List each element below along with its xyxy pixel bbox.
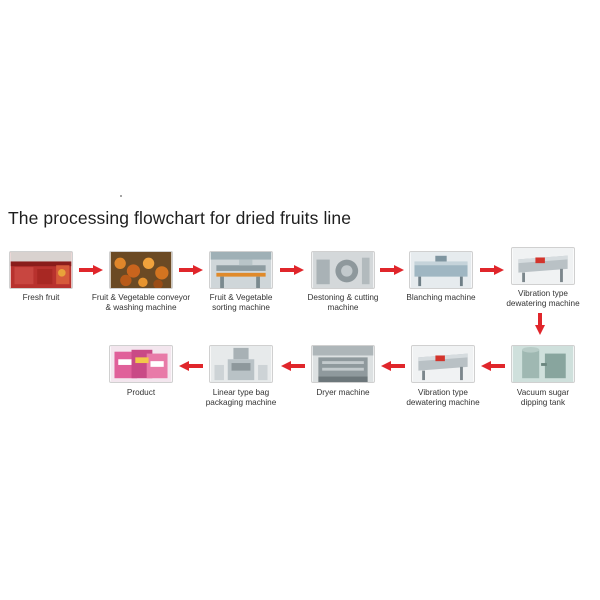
vacuum-sugar-tank-photo: [511, 345, 575, 383]
vibration-dewatering-photo-1: [511, 247, 575, 285]
step-conveyor-washing-label: Fruit & Vegetable conveyor& washing mach…: [91, 293, 191, 312]
step-dryer-label: Dryer machine: [316, 388, 370, 397]
fresh-fruit-photo: [9, 251, 73, 289]
vibration-dewatering-photo-2: [411, 345, 475, 383]
step-fresh-fruit-label: Fresh fruit: [22, 293, 60, 302]
arrow-right-icon: [179, 265, 203, 275]
page-title: The processing flowchart for dried fruit…: [8, 208, 352, 228]
arrow-left-icon: [281, 361, 305, 371]
arrow-right-icon: [79, 265, 103, 275]
bag-packaging-photo: [209, 345, 273, 383]
arrow-left-icon: [381, 361, 405, 371]
stray-dot: [120, 195, 122, 197]
dryer-machine-photo: [311, 345, 375, 383]
arrow-left-icon: [481, 361, 505, 371]
conveyor-washing-photo: [109, 251, 173, 289]
arrow-down-icon: [535, 313, 545, 335]
arrow-right-icon: [480, 265, 504, 275]
blanching-machine-photo: [409, 251, 473, 289]
destoning-cutting-photo: [311, 251, 375, 289]
step-product-label: Product: [126, 388, 156, 397]
arrow-right-icon: [380, 265, 404, 275]
arrow-right-icon: [280, 265, 304, 275]
step-blanching-label: Blanching machine: [406, 293, 476, 302]
arrow-left-icon: [179, 361, 203, 371]
product-photo: [109, 345, 173, 383]
sorting-machine-photo: [209, 251, 273, 289]
